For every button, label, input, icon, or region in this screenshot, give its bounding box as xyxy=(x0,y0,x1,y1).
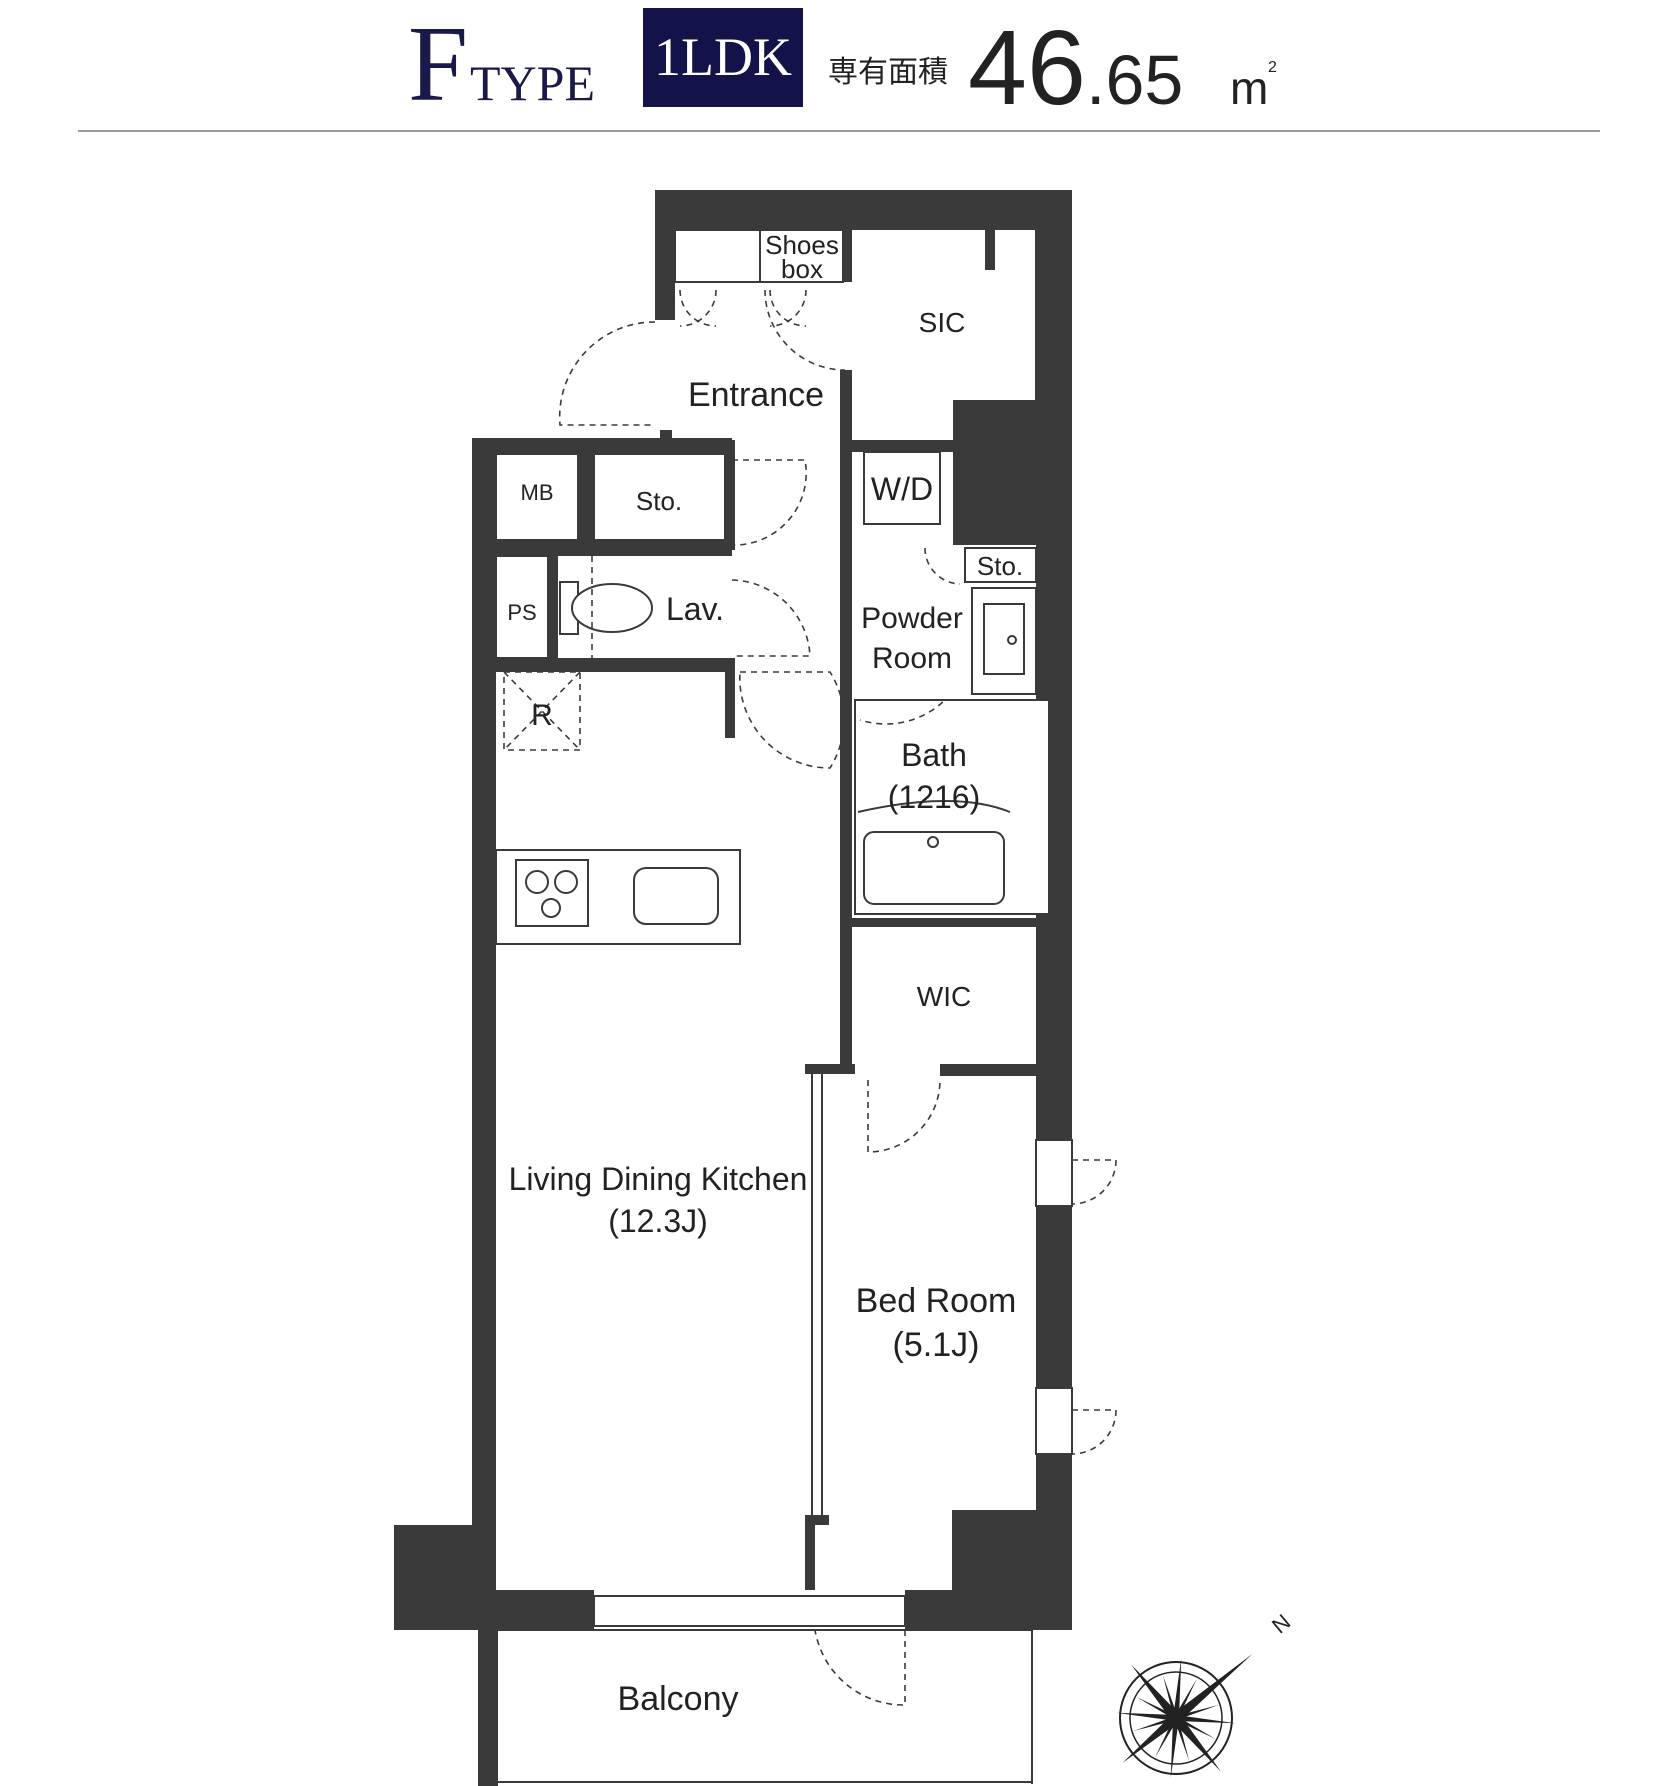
refrigerator-label: R xyxy=(531,699,553,732)
powder-room-label-2: Room xyxy=(872,642,952,675)
door-swings xyxy=(558,289,1117,1706)
fixtures xyxy=(495,229,1073,1784)
compass-north-label: N xyxy=(1267,1609,1295,1638)
room-labels: Shoes box SIC Entrance MB Sto. W/D Sto. … xyxy=(507,230,1023,1718)
wd-label: W/D xyxy=(871,471,933,507)
entrance-label: Entrance xyxy=(688,376,824,414)
balcony-label: Balcony xyxy=(618,1680,739,1718)
storage-label-2: Sto. xyxy=(977,551,1023,581)
storage-label-1: Sto. xyxy=(636,486,682,516)
area-value-int: 46 xyxy=(968,9,1086,127)
bedroom-label: Bed Room xyxy=(856,1282,1017,1320)
type-letter: F xyxy=(408,5,468,124)
header: F TYPE 1LDK 専有面積 46 .65 m 2 xyxy=(78,5,1600,132)
ps-label: PS xyxy=(507,600,536,625)
ldk-size-label: (12.3J) xyxy=(608,1203,708,1239)
layout-badge-text: 1LDK xyxy=(654,27,792,87)
type-word: TYPE xyxy=(470,55,595,111)
compass-rose-icon: N xyxy=(1116,1609,1295,1778)
ldk-label: Living Dining Kitchen xyxy=(509,1161,808,1197)
wic-label: WIC xyxy=(917,981,971,1012)
area-label: 専有面積 xyxy=(828,56,948,89)
bath-size-label: (1216) xyxy=(888,779,981,815)
mb-label: MB xyxy=(521,480,554,505)
area-value-dec: .65 xyxy=(1086,41,1183,119)
area-unit: m xyxy=(1230,62,1268,114)
bedroom-size-label: (5.1J) xyxy=(893,1326,980,1364)
area-unit-superscript: 2 xyxy=(1268,59,1277,76)
lavatory-label: Lav. xyxy=(666,591,724,627)
powder-room-label-1: Powder xyxy=(861,602,963,635)
bath-label: Bath xyxy=(901,737,967,773)
sic-label: SIC xyxy=(919,307,966,338)
walls xyxy=(394,190,1072,1786)
shoes-box-label-2: box xyxy=(781,254,823,284)
shoes-box-label-1: Shoes xyxy=(765,230,839,260)
layout-badge xyxy=(643,8,803,107)
